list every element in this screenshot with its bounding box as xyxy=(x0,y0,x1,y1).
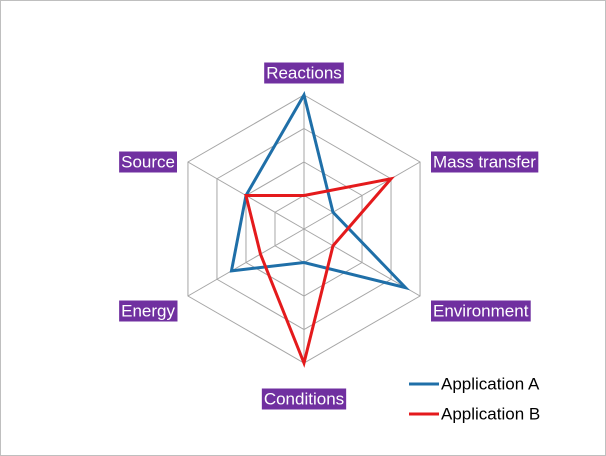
axis-spoke-environment xyxy=(303,228,421,297)
axis-label-text: Source xyxy=(121,153,175,172)
axis-label-text: Energy xyxy=(121,302,175,321)
legend: Application A Application B xyxy=(409,375,540,424)
axis-label-bg xyxy=(264,62,344,84)
axis-label-conditions: Conditions xyxy=(261,388,347,410)
axis-label-mass-transfer: Mass transfer xyxy=(431,151,539,173)
axis-label-text: Conditions xyxy=(264,390,344,409)
axis-label-bg xyxy=(431,300,531,322)
legend-item-application-a: Application A xyxy=(409,375,540,394)
series-application-b xyxy=(244,176,396,368)
axis-label-text: Mass transfer xyxy=(433,153,536,172)
axis-spoke-energy xyxy=(187,228,305,297)
axis-label-source: Source xyxy=(119,151,177,173)
axis-label-bg xyxy=(261,388,347,410)
legend-label-application-a: Application A xyxy=(441,375,540,394)
axis-label-energy: Energy xyxy=(119,300,178,322)
axis-label-bg xyxy=(119,300,178,322)
axis-spoke-mass-transfer xyxy=(303,161,421,230)
legend-label-application-b: Application B xyxy=(441,405,540,424)
series-layer xyxy=(229,91,411,368)
grid-layer xyxy=(187,94,421,364)
axis-label-text: Reactions xyxy=(266,64,342,83)
legend-item-application-b: Application B xyxy=(409,405,540,424)
axis-label-bg xyxy=(431,151,539,173)
axis-label-bg xyxy=(119,151,177,173)
axis-label-environment: Environment xyxy=(431,300,531,322)
axis-label-text: Environment xyxy=(433,302,529,321)
axis-label-reactions: Reactions xyxy=(264,62,344,84)
